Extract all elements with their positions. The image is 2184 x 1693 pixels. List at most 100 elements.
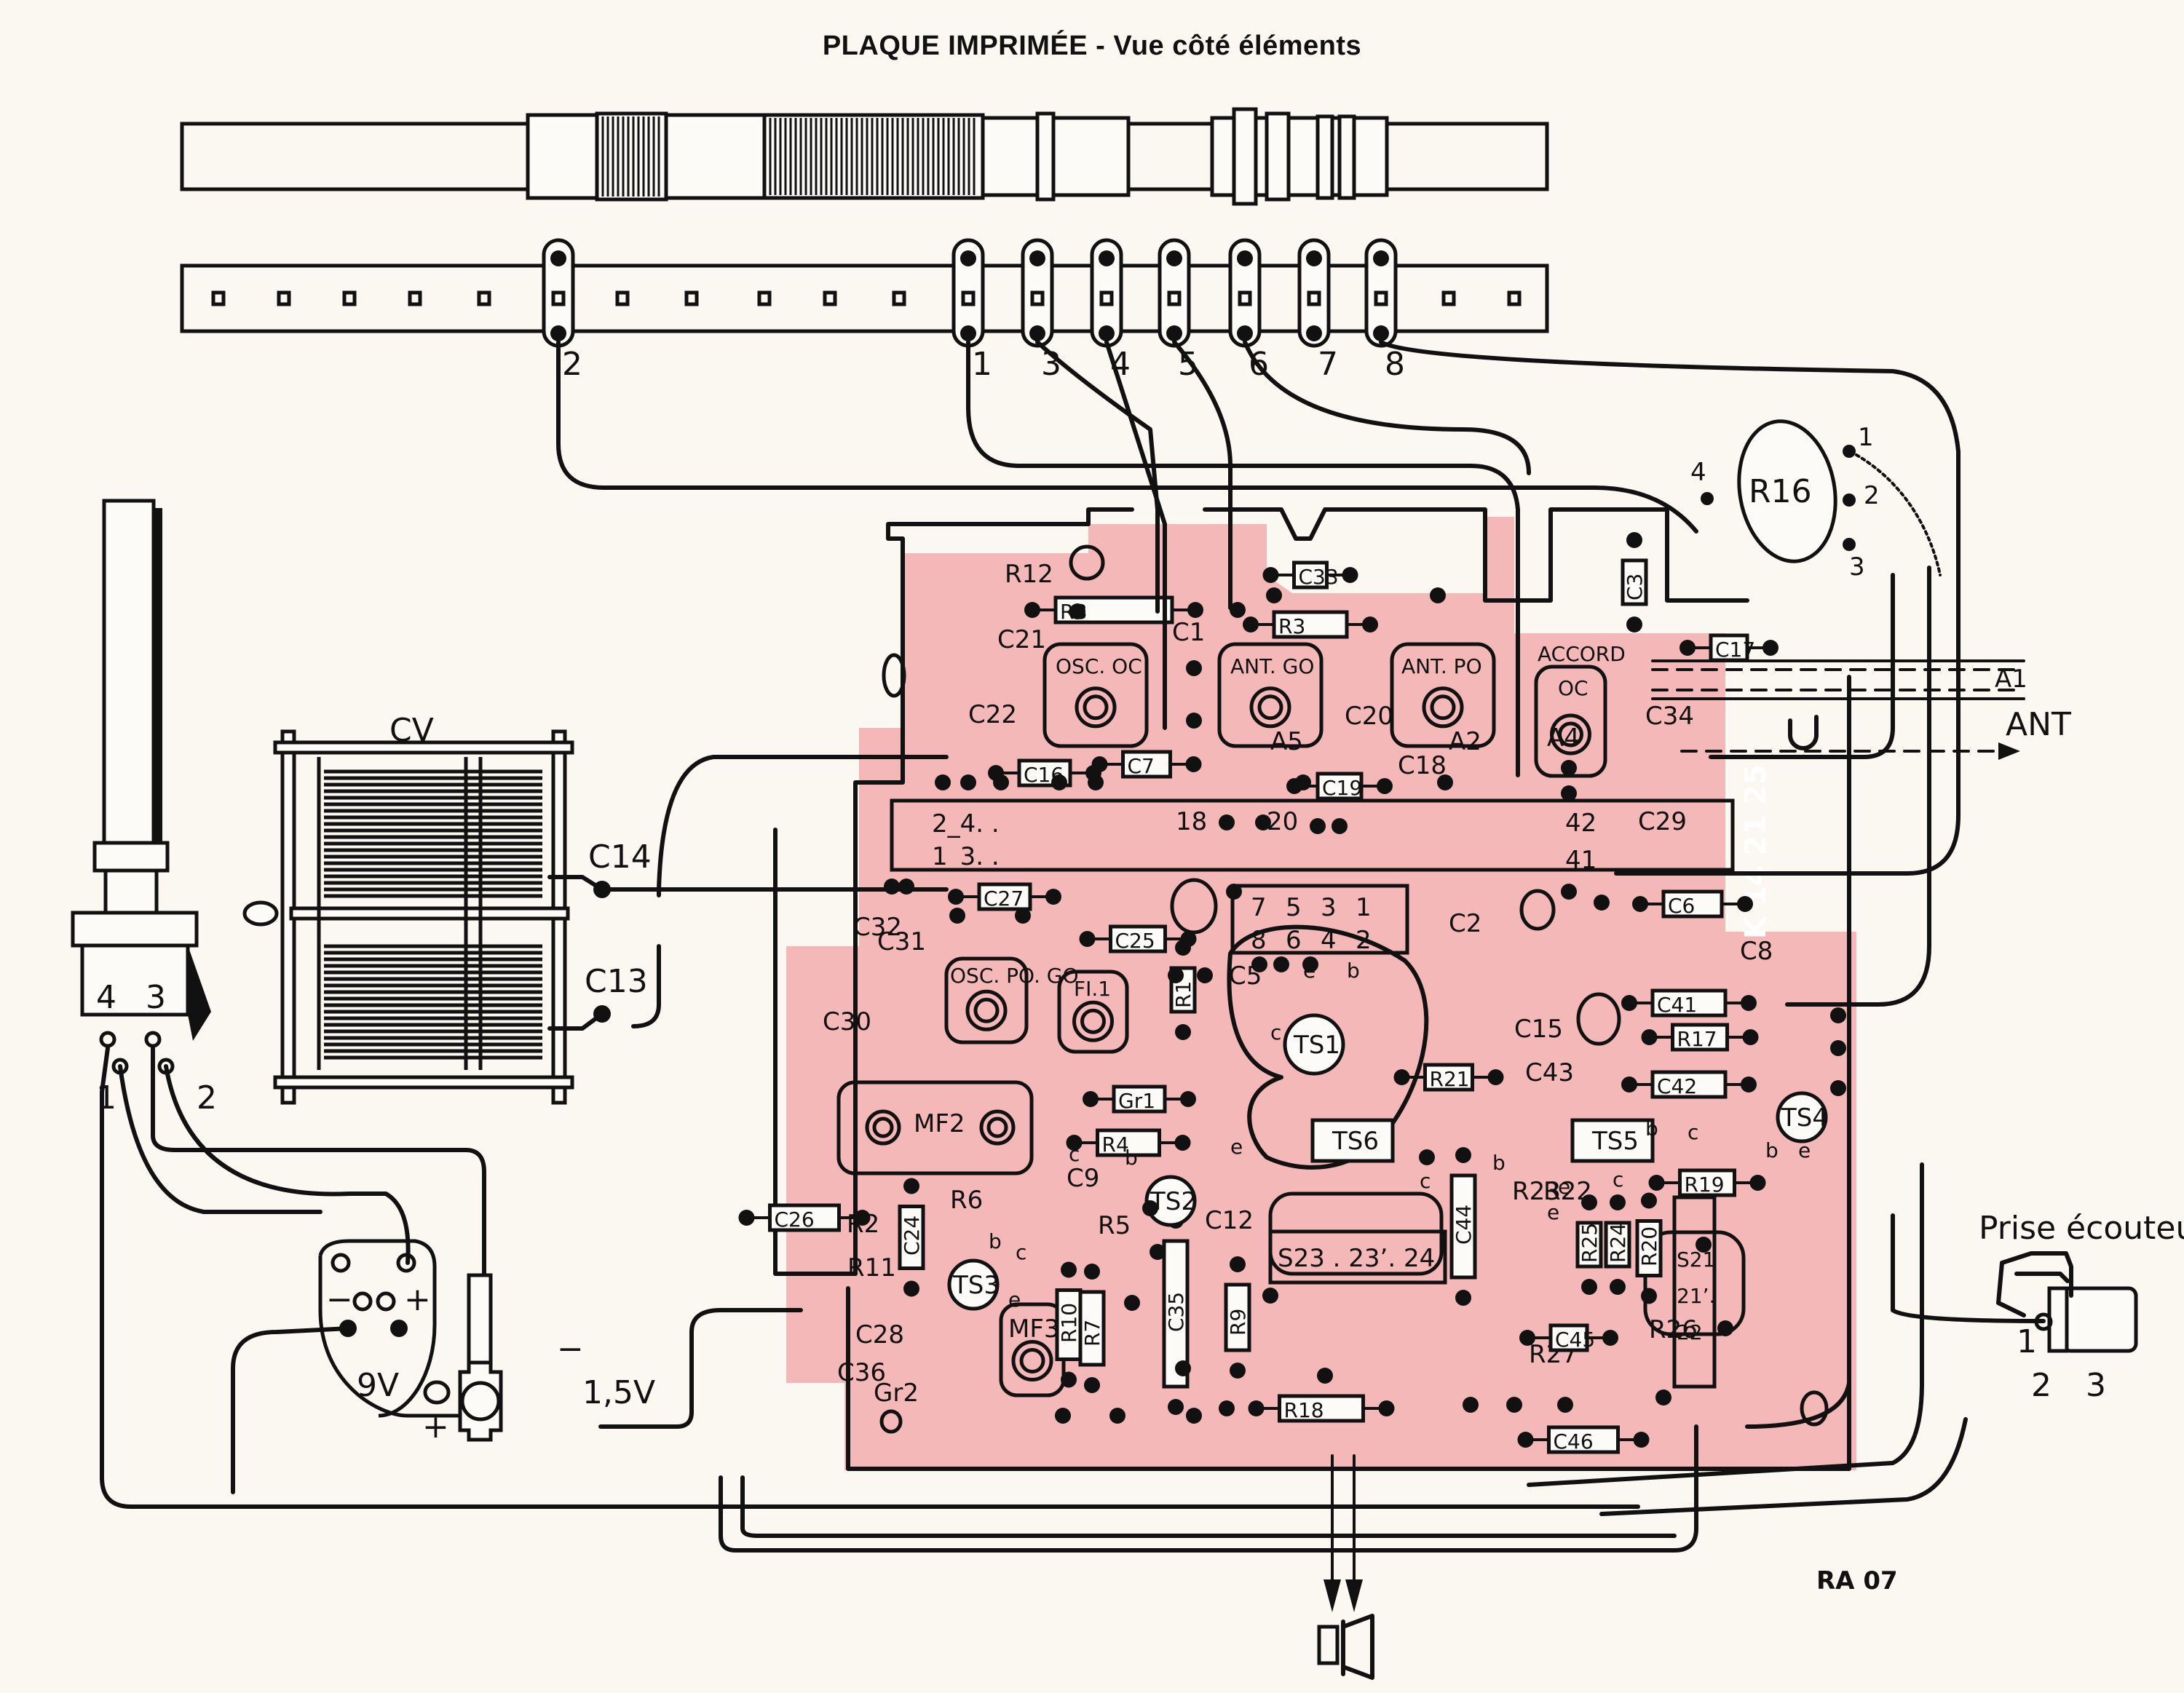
- capacitor-c3[interactable]: C3: [1621, 532, 1648, 633]
- band-switch[interactable]: 4 3 1 2: [71, 499, 217, 1117]
- resistor-r18[interactable]: R18: [1248, 1394, 1395, 1423]
- resistor-r24[interactable]: R24: [1604, 1194, 1631, 1295]
- capacitor-c45[interactable]: C45: [1519, 1323, 1618, 1352]
- switch-s23[interactable]: S23 . 23’. 24: [1268, 1192, 1447, 1285]
- resistor-r20[interactable]: R20: [1635, 1192, 1663, 1304]
- resistor-r9[interactable]: R9: [1224, 1256, 1251, 1379]
- capacitor-c22[interactable]: C22: [968, 700, 1017, 729]
- resistor-r12[interactable]: R12: [1005, 560, 1053, 589]
- capacitor-c18[interactable]: C18: [1398, 751, 1447, 780]
- variable-capacitor-cv[interactable]: CV C14 C13: [242, 712, 661, 1105]
- capacitor-c8[interactable]: C8: [1740, 937, 1773, 966]
- battery-1v5-holder[interactable]: + − 1,5V: [422, 1273, 655, 1446]
- capacitor-c27[interactable]: C27: [948, 882, 1061, 911]
- resistor-r17[interactable]: R17: [1641, 1023, 1759, 1052]
- resistor-r4[interactable]: R4: [1066, 1128, 1191, 1157]
- coil-osc-po-go[interactable]: OSC. PO. GO: [944, 956, 1079, 1044]
- capacitor-c41[interactable]: C41: [1621, 988, 1757, 1018]
- terminal-lug-3[interactable]: 3: [1021, 238, 1061, 383]
- capacitor-c36[interactable]: C36: [837, 1358, 886, 1387]
- transistor-ts5[interactable]: TS5: [1570, 1118, 1655, 1163]
- terminal-b: b: [1645, 1117, 1658, 1141]
- terminal-lug-8[interactable]: 8: [1364, 238, 1405, 383]
- resistor-r10[interactable]: R10: [1055, 1261, 1083, 1388]
- capacitor-c2[interactable]: C2: [1449, 909, 1481, 938]
- battery-9v-clip[interactable]: − + 9V: [318, 1239, 483, 1418]
- transistor-ts2[interactable]: TS2: [1144, 1175, 1197, 1227]
- capacitor-c43[interactable]: C43: [1525, 1058, 1574, 1087]
- resistor-r6[interactable]: R6: [950, 1186, 983, 1215]
- capacitor-c24[interactable]: C24: [898, 1178, 925, 1297]
- coil-fi1[interactable]: FI.1: [1057, 970, 1129, 1054]
- capacitor-c33[interactable]: C33: [1262, 560, 1358, 590]
- capacitor-c46[interactable]: C46: [1517, 1425, 1650, 1454]
- capacitor-c26[interactable]: C26: [738, 1203, 871, 1232]
- capacitor-c7[interactable]: C7: [1091, 750, 1202, 779]
- coil-osc-oc[interactable]: OSC. OC: [1042, 642, 1149, 748]
- solder-pad: [1641, 1192, 1657, 1209]
- solder-pad: [1084, 1264, 1100, 1280]
- capacitor-c15[interactable]: C15: [1514, 1015, 1563, 1044]
- solder-pad: [1084, 1377, 1100, 1393]
- pot-pin-3: 3: [1849, 552, 1865, 582]
- resistor-r11[interactable]: R11: [847, 1253, 896, 1282]
- capacitor-c29[interactable]: C29: [1638, 807, 1687, 836]
- resistor-r23[interactable]: R23: [1512, 1177, 1561, 1206]
- resistor-r21[interactable]: R21: [1393, 1063, 1504, 1092]
- capacitor-c44[interactable]: C44: [1449, 1147, 1477, 1306]
- capacitor-c9[interactable]: C9: [1067, 1164, 1099, 1193]
- component-label: C42: [1657, 1074, 1697, 1098]
- transistor-ts6[interactable]: TS6: [1310, 1118, 1395, 1163]
- switch-s21[interactable]: S21 21’. 22: [1643, 1195, 1746, 1389]
- resistor-r7[interactable]: R7: [1078, 1264, 1106, 1393]
- resistor-r1[interactable]: R1: [1169, 940, 1197, 1040]
- resistor-r5[interactable]: R5: [1098, 1211, 1131, 1240]
- capacitor-c1[interactable]: C1: [1172, 618, 1205, 647]
- strip-hole: [823, 290, 837, 306]
- capacitor-c32[interactable]: C32: [853, 913, 902, 942]
- resistor-r25[interactable]: R25: [1575, 1194, 1603, 1295]
- capacitor-c35[interactable]: C35: [1162, 1213, 1190, 1415]
- earphone-jack[interactable]: Prise écouteur 1 2 3: [1979, 1210, 2184, 1404]
- terminal-lug-6[interactable]: 6: [1228, 238, 1269, 383]
- capacitor-c30[interactable]: C30: [823, 1007, 871, 1036]
- capacitor-c19[interactable]: C19: [1286, 772, 1393, 801]
- transistor-ts3[interactable]: TS3: [947, 1258, 1000, 1311]
- capacitor-c21[interactable]: C21: [997, 625, 1046, 654]
- capacitor-c31[interactable]: C31: [877, 927, 926, 956]
- terminal-lug-7[interactable]: 7: [1297, 238, 1338, 383]
- capacitor-c6[interactable]: C6: [1632, 889, 1753, 919]
- solder-pad: [1430, 587, 1446, 603]
- capacitor-c20[interactable]: C20: [1345, 702, 1393, 731]
- terminal-lug-5[interactable]: 5: [1158, 238, 1198, 383]
- battery-1v5-minus: −: [557, 1331, 584, 1368]
- transistor-ts4[interactable]: TS4: [1776, 1091, 1828, 1143]
- terminal-lug-2[interactable]: 2: [542, 238, 582, 383]
- resistor-r19[interactable]: R19: [1648, 1168, 1766, 1197]
- component-label: R26: [1649, 1315, 1698, 1344]
- switch-pin-20: 20: [1267, 807, 1298, 836]
- arrow-down-icon: [1345, 1579, 1363, 1612]
- diode-gr2[interactable]: Gr2: [874, 1379, 919, 1408]
- capacitor-c42[interactable]: C42: [1621, 1070, 1757, 1099]
- capacitor-c25[interactable]: C25: [1079, 924, 1197, 953]
- transistor-ts1[interactable]: TS1: [1283, 1013, 1345, 1076]
- connector-pin-1: 1: [1356, 893, 1372, 922]
- potentiometer-r16[interactable]: R16 1 2 3 4: [1690, 413, 1942, 582]
- diode-gr1[interactable]: Gr1: [1083, 1085, 1196, 1114]
- capacitor-c34[interactable]: C34: [1645, 702, 1694, 731]
- terminal-lug-4[interactable]: 4: [1090, 238, 1131, 383]
- terminal-lug-1[interactable]: 1: [951, 238, 992, 383]
- mounting-slot: [1788, 715, 1819, 750]
- connector-pin-4: 4: [1321, 926, 1337, 955]
- switch-bank[interactable]: 2_4. . 1_3. . 18 20 42 41: [890, 798, 1735, 875]
- resistor-r26[interactable]: R26: [1649, 1315, 1698, 1344]
- capacitor-c12[interactable]: C12: [1205, 1206, 1254, 1235]
- resistor-r3[interactable]: R3: [1243, 610, 1378, 639]
- coil-mf2[interactable]: MF2: [836, 1080, 1034, 1175]
- terminal-label: 7: [1318, 346, 1338, 383]
- capacitor-c28[interactable]: C28: [855, 1320, 904, 1349]
